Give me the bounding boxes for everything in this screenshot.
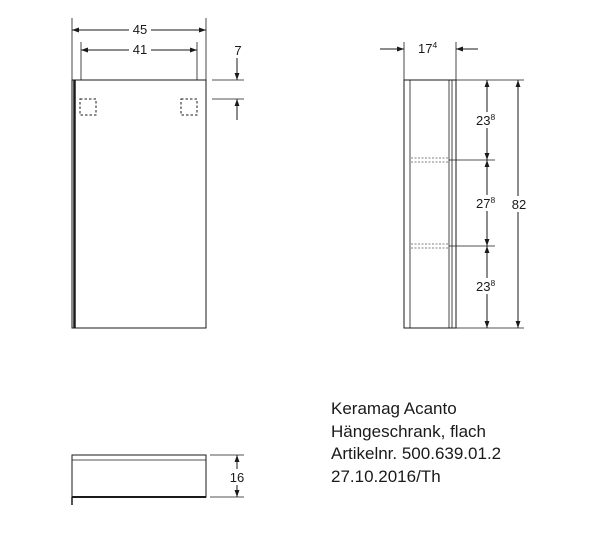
- side-view: [380, 42, 524, 329]
- dim-label-shelf-top: 238: [476, 112, 495, 128]
- top-view-body: [71, 454, 207, 498]
- front-view: [71, 18, 244, 329]
- side-view-body: [403, 79, 457, 329]
- product-info-block: Keramag Acanto Hängeschrank, flach Artik…: [331, 398, 501, 488]
- hanger-plate-right: [180, 98, 198, 116]
- product-type-line: Hängeschrank, flach: [331, 421, 486, 441]
- dim-label-shelf-mid: 278: [476, 195, 495, 211]
- front-view-body: [71, 79, 207, 329]
- dim-label-top-depth: 16: [230, 470, 244, 485]
- dim-label-45-bg: [129, 22, 151, 36]
- top-view: [71, 454, 244, 505]
- shelf-lines: [411, 157, 449, 249]
- product-brand-line: Keramag Acanto: [331, 399, 457, 418]
- dim-label-width-outer: 45: [133, 22, 147, 37]
- dim-label-41-bg: [129, 42, 151, 56]
- dim-label-depth: 174: [418, 40, 437, 56]
- dim-label-shelf-bottom: 238: [476, 278, 495, 294]
- drawing-date: 27.10.2016/Th: [331, 466, 441, 486]
- dim-label-height-total: 82: [512, 197, 526, 212]
- dim-label-top-offset: 7: [234, 43, 241, 58]
- product-article-number: Artikelnr. 500.639.01.2: [331, 444, 502, 463]
- dim-label-width-inner: 41: [133, 42, 147, 57]
- hanger-plate-left: [79, 98, 97, 116]
